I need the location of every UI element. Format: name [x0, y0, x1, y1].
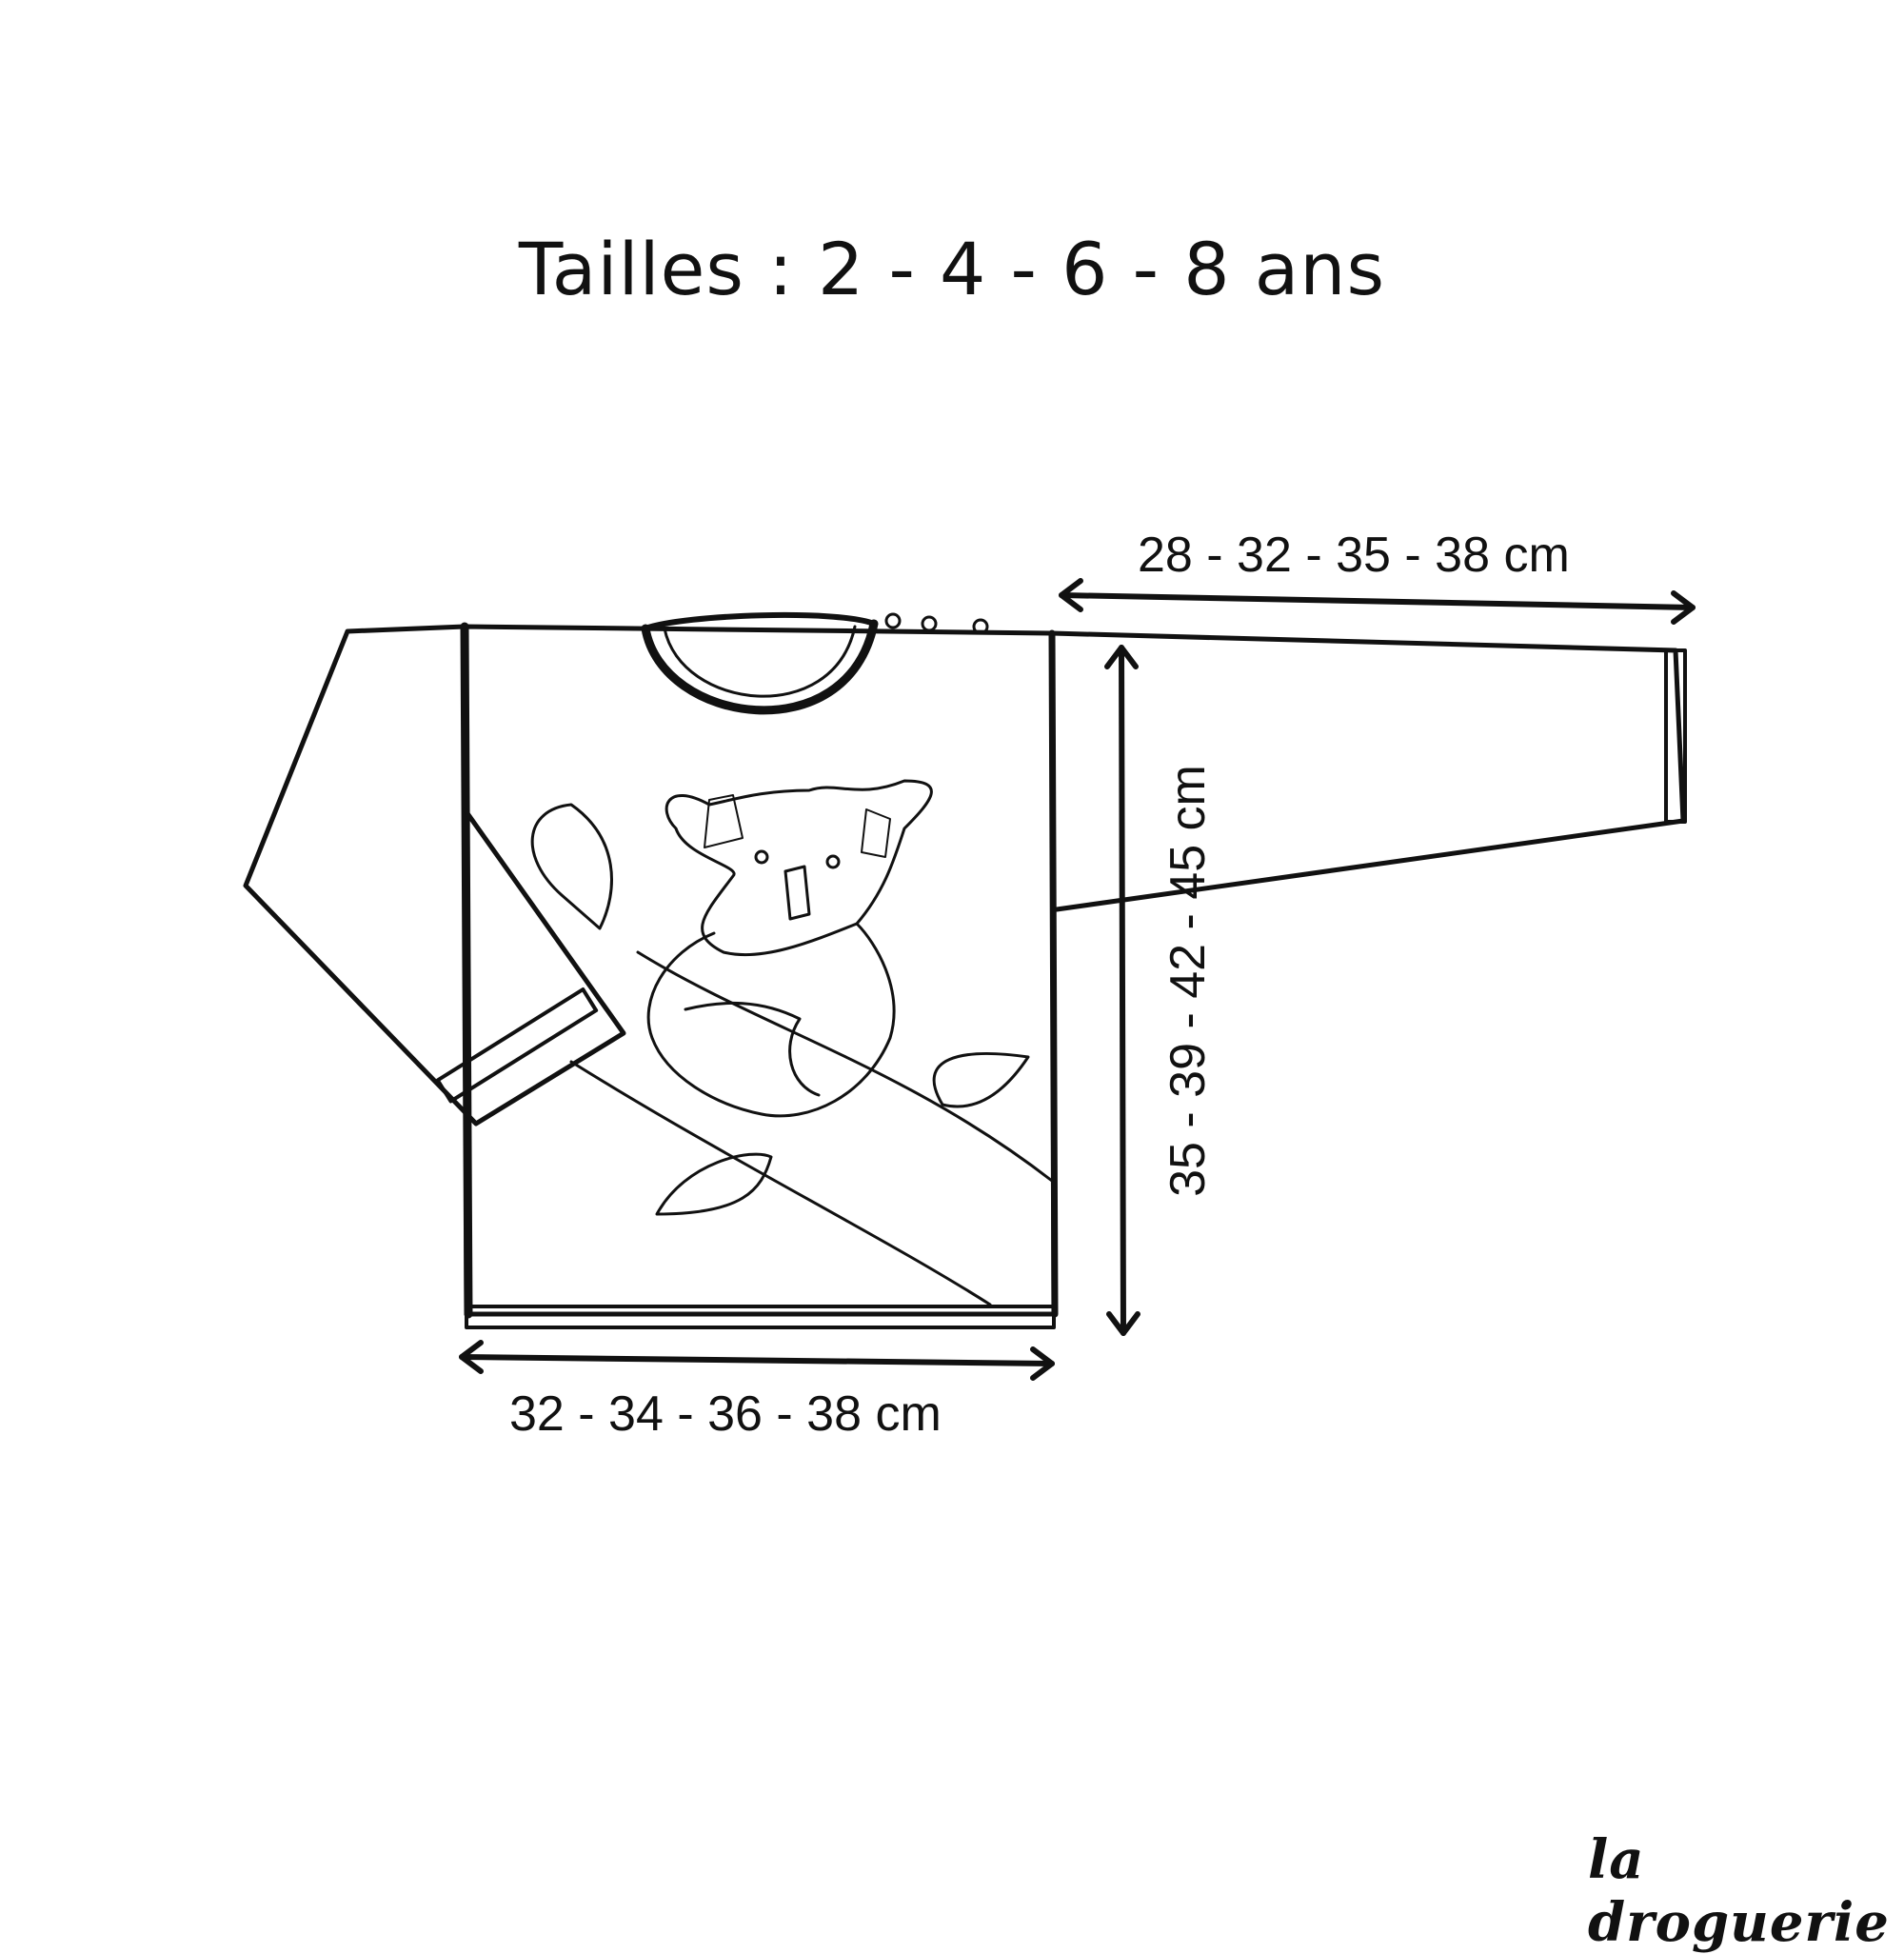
- shoulder-button: [972, 618, 989, 635]
- shoulder-button: [921, 615, 938, 632]
- body-length-arrow: [1119, 645, 1126, 1336]
- left-cuff-ribbing: [435, 987, 599, 1104]
- koala-nose: [783, 865, 811, 921]
- sweater-body-outline: [462, 624, 1057, 1317]
- page-title: Tailles : 2 - 4 - 6 - 8 ans: [518, 227, 1386, 311]
- brand-logo: la droguerie: [1588, 1828, 1890, 1954]
- body-left-seam: [460, 622, 473, 1319]
- left-sleeve-outline: [243, 624, 626, 1127]
- chest-width-arrow: [459, 1354, 1055, 1366]
- shoulder-button: [884, 612, 902, 629]
- right-cuff-ribbing: [1664, 648, 1687, 824]
- body-length-label: 35 - 39 - 42 - 45 cm: [1160, 765, 1216, 1197]
- koala-arm: [684, 1001, 821, 1097]
- koala-branch: [569, 1060, 992, 1306]
- leaf: [530, 803, 613, 930]
- neckline: [641, 619, 879, 715]
- leaf: [932, 1052, 1030, 1108]
- hem-ribbing: [465, 1305, 1056, 1329]
- koala-eye: [825, 854, 841, 869]
- koala-body: [646, 922, 896, 1118]
- koala-head: [664, 779, 933, 957]
- body-right-seam: [1048, 629, 1059, 1318]
- koala-ear-inner: [861, 808, 891, 858]
- chest-width-label: 32 - 34 - 36 - 38 cm: [509, 1386, 942, 1442]
- leaf: [655, 1152, 773, 1216]
- right-sleeve-outline: [1049, 630, 1686, 912]
- koala-ear-inner: [704, 794, 744, 848]
- sleeve-length-label: 28 - 32 - 35 - 38 cm: [1138, 528, 1570, 583]
- sweater-schematic: [243, 578, 1696, 1381]
- sleeve-length-arrow: [1059, 592, 1696, 610]
- koala-eye: [754, 849, 769, 865]
